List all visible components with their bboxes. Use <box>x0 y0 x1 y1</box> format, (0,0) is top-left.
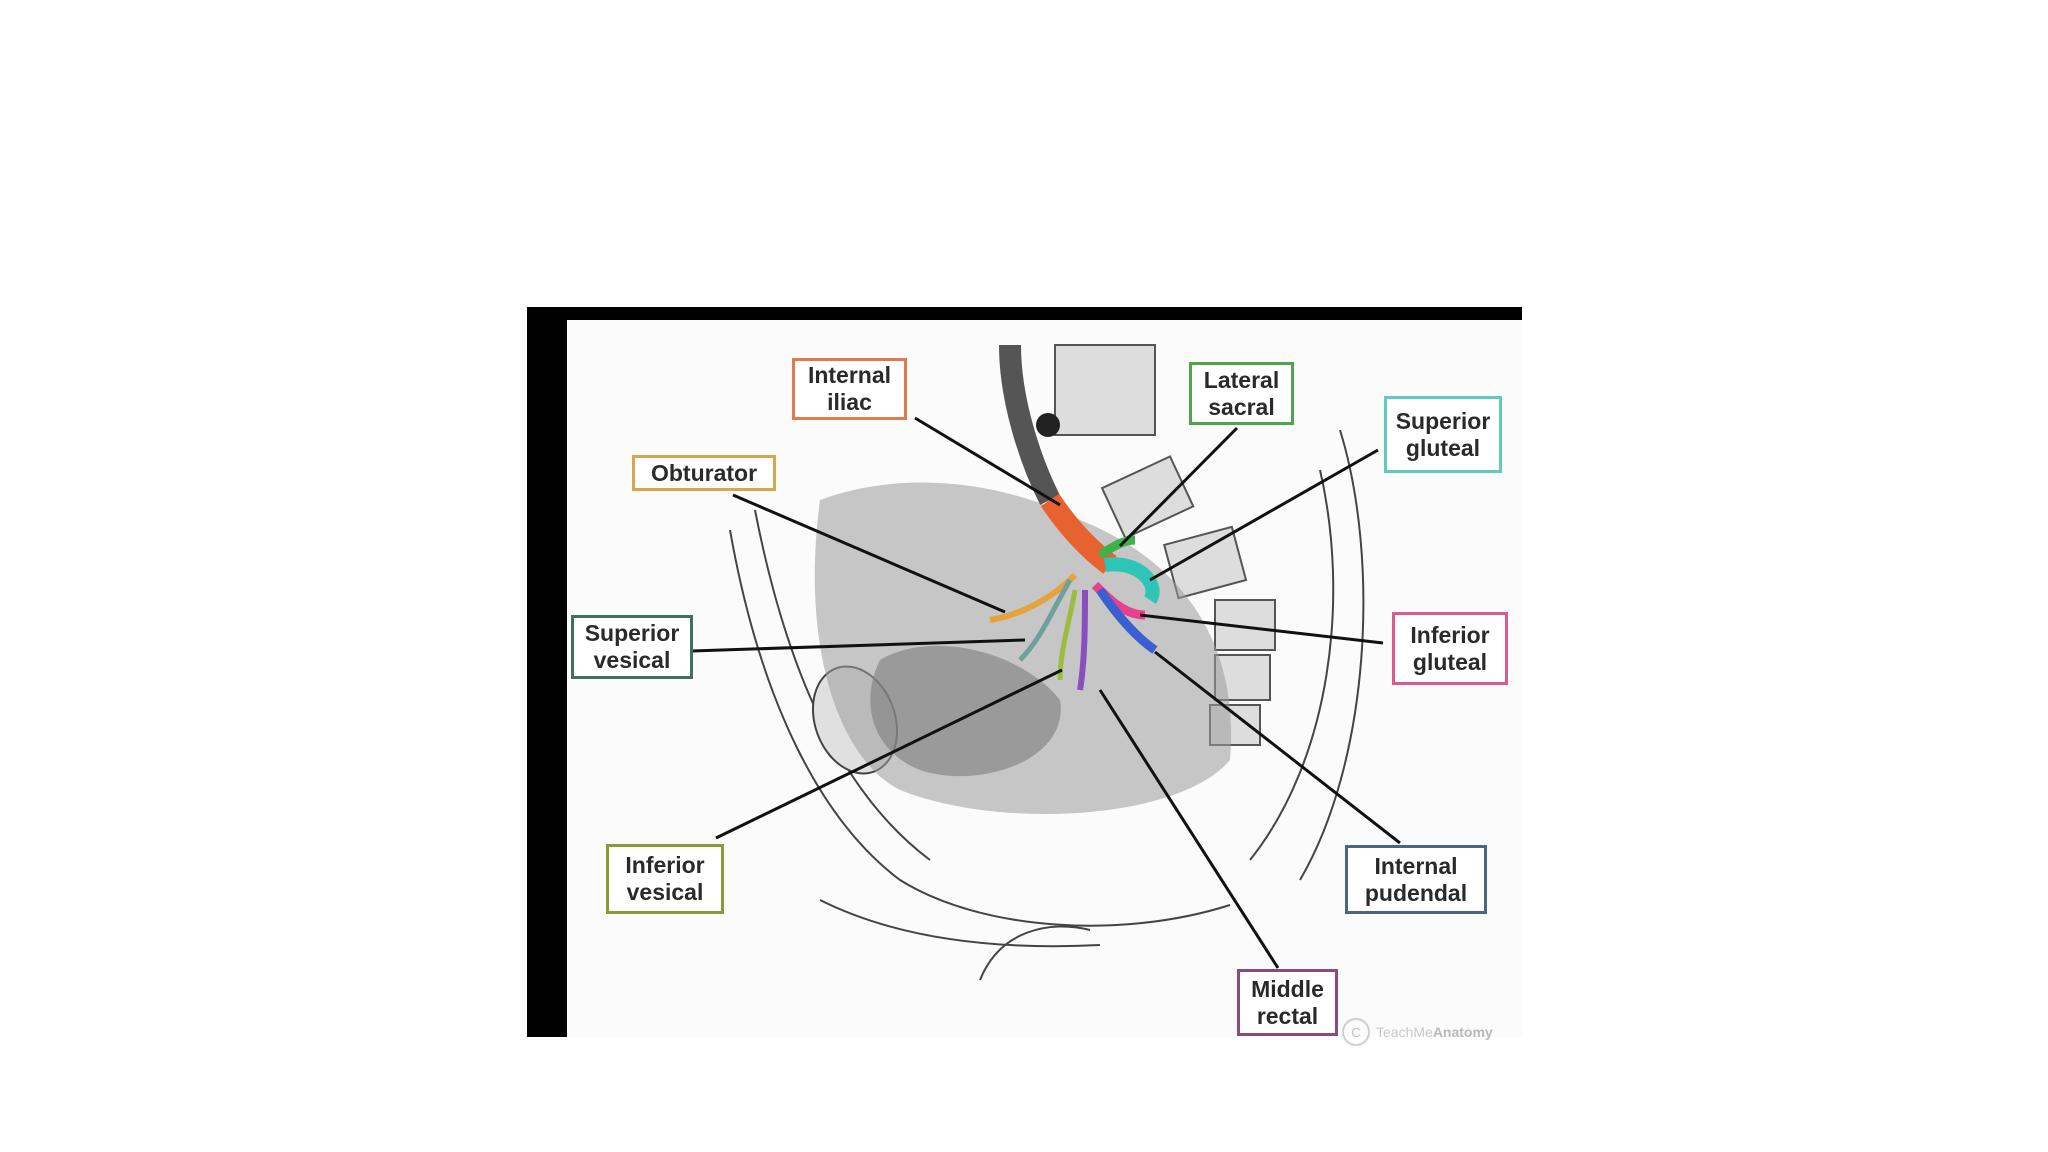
label-inferior-vesical: Inferior vesical <box>606 844 724 914</box>
label-superior-vesical: Superior vesical <box>571 615 693 679</box>
label-superior-gluteal: Superior gluteal <box>1384 396 1502 473</box>
watermark: C TeachMeAnatomy <box>1342 1018 1493 1046</box>
label-internal-iliac: Internal iliac <box>792 358 907 420</box>
label-middle-rectal: Middle rectal <box>1237 969 1338 1036</box>
watermark-text: TeachMeAnatomy <box>1376 1024 1493 1040</box>
label-internal-pudendal: Internal pudendal <box>1345 845 1487 914</box>
copyright-icon: C <box>1342 1018 1370 1046</box>
label-obturator: Obturator <box>632 455 776 491</box>
label-inferior-gluteal: Inferior gluteal <box>1392 612 1508 685</box>
label-lateral-sacral: Lateral sacral <box>1189 362 1294 425</box>
figure-background <box>567 320 1522 1037</box>
